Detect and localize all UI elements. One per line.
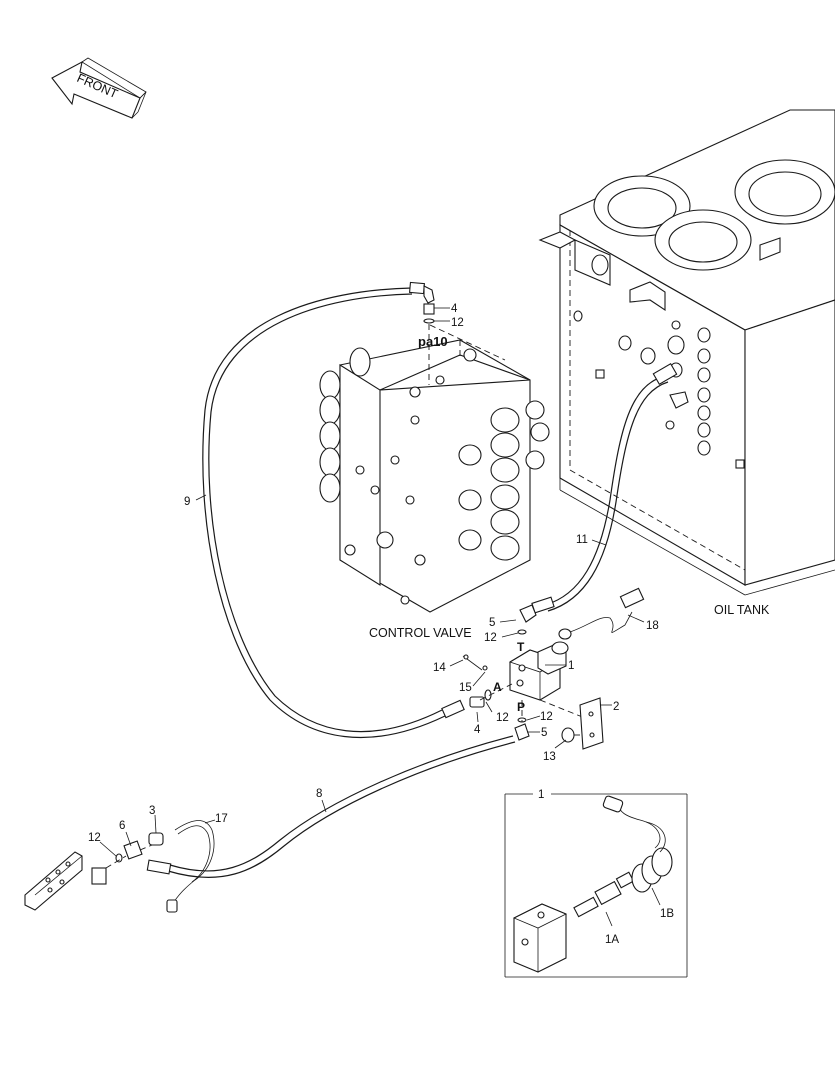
oil-tank	[538, 109, 835, 596]
callout-13: 13	[543, 751, 556, 763]
hose-11	[519, 363, 689, 623]
fittings-solenoid	[462, 629, 582, 743]
pressure-switch-group	[24, 832, 164, 911]
port-p-label: P	[517, 700, 525, 714]
callout-12-top: 12	[451, 317, 464, 329]
wire-harness-17	[166, 820, 215, 913]
hose-8	[146, 735, 516, 878]
bracket-2	[579, 697, 604, 750]
callout-6: 6	[119, 820, 125, 832]
detail-title: 1	[538, 789, 544, 801]
detail-1a-label: 1A	[605, 934, 619, 946]
callout-11: 11	[576, 534, 588, 546]
callout-17: 17	[215, 813, 228, 825]
callout-15: 15	[459, 682, 472, 694]
control-valve-label: CONTROL VALVE	[369, 626, 472, 640]
callout-9: 9	[184, 496, 190, 508]
port-a-label: A	[493, 680, 502, 694]
oil-tank-label: OIL TANK	[714, 603, 770, 617]
callout-5-top: 5	[489, 617, 495, 629]
callout-12-left: 12	[88, 832, 101, 844]
cartridge-1a	[573, 871, 635, 918]
callout-1-main: 1	[568, 660, 574, 672]
port-t-label: T	[517, 640, 525, 654]
callout-5-bot: 5	[541, 727, 547, 739]
callout-8: 8	[316, 788, 322, 800]
hose-9	[202, 281, 465, 739]
callout-12-p: 12	[540, 711, 553, 723]
pilot-port-label: pa10	[418, 334, 448, 349]
callout-4-bot: 4	[474, 724, 481, 736]
control-valve	[319, 324, 550, 613]
callout-12-a: 12	[496, 712, 509, 724]
callout-leaders	[99, 307, 645, 857]
callout-12-mid: 12	[484, 632, 497, 644]
detail-box	[504, 793, 688, 978]
callout-3: 3	[149, 805, 155, 817]
callout-18: 18	[646, 620, 659, 632]
callout-2: 2	[613, 701, 619, 713]
coil-1b	[602, 795, 673, 893]
front-arrow-icon	[51, 57, 147, 119]
detail-1b-label: 1B	[660, 908, 674, 920]
callout-14: 14	[433, 662, 446, 674]
callout-4-top: 4	[451, 303, 458, 315]
fitting-4-top	[423, 303, 435, 385]
